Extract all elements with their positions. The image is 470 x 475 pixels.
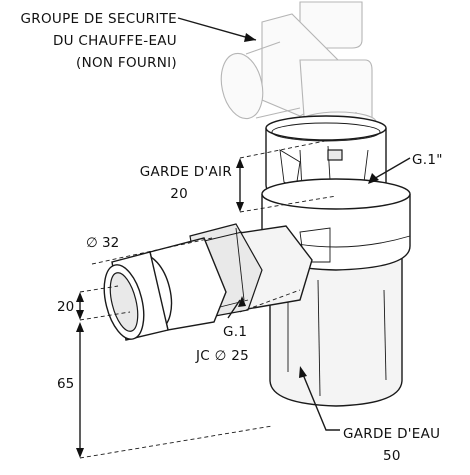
air-gap-label: GARDE D'AIR (140, 164, 232, 180)
thread-bottom-label: G.1 (223, 324, 247, 340)
pipe-diameter-label: ∅ 32 (86, 235, 119, 251)
dimension-20: 20 (57, 299, 74, 315)
safety-group-label-line1: GROUPE DE SECURITE (21, 11, 177, 27)
air-gap-value: 20 (170, 186, 188, 202)
dimension-65: 65 (57, 376, 74, 392)
projection-lines (79, 139, 337, 459)
thread-top-label: G.1" (412, 152, 443, 168)
water-seal-label: GARDE D'EAU (343, 426, 440, 442)
water-seal-value: 50 (383, 448, 401, 464)
safety-group-label-line3: (NON FOURNI) (76, 55, 177, 71)
side-outlet (103, 223, 313, 341)
dimension-arrows (76, 158, 244, 458)
safety-group-label-line2: DU CHAUFFE-EAU (53, 33, 177, 49)
leader-lines (177, 17, 411, 431)
joint-diameter-label: JC ∅ 25 (195, 348, 249, 364)
